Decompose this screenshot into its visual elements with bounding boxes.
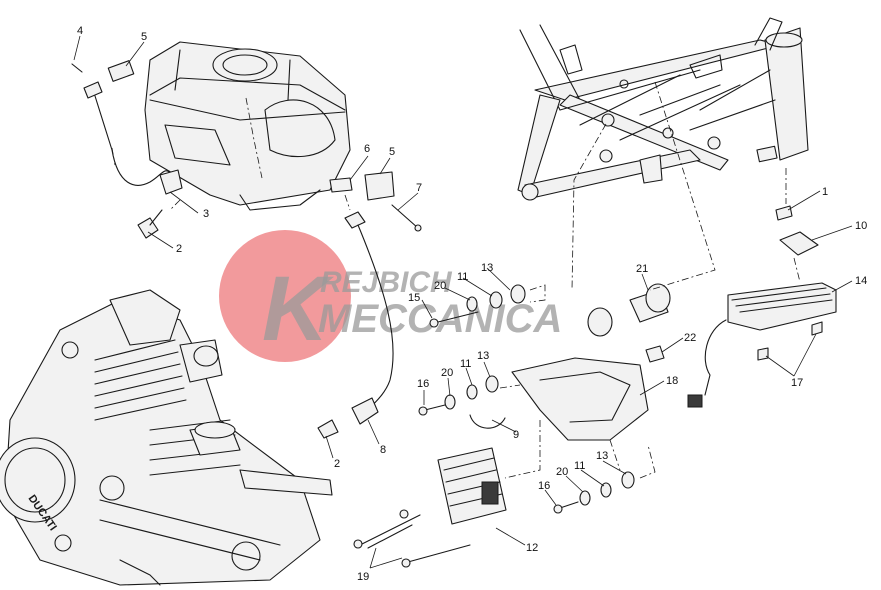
callouts: 4 5 3 2 6 5 7 8 2 9 1 10 14 17 18 22 21 … xyxy=(77,25,867,583)
callout-8: 8 xyxy=(380,444,386,456)
regulator xyxy=(687,205,837,408)
tank-airbox xyxy=(144,41,351,211)
callout-13-middle: 13 xyxy=(477,350,489,362)
callout-16-middle: 16 xyxy=(417,378,429,390)
callout-13-bottom: 13 xyxy=(596,450,608,462)
coil-assembly xyxy=(317,171,422,439)
callout-7: 7 xyxy=(416,182,422,194)
bracket-assembly xyxy=(469,283,671,441)
callout-20-middle: 20 xyxy=(441,367,453,379)
callout-11-middle: 11 xyxy=(460,358,471,370)
hardware-row-3 xyxy=(553,471,635,514)
callout-13-top: 13 xyxy=(481,262,493,274)
callout-19: 19 xyxy=(357,571,369,583)
engine: DUCATI xyxy=(0,289,333,586)
callout-11-bottom: 11 xyxy=(574,460,585,472)
callout-17: 17 xyxy=(791,377,803,389)
callout-15: 15 xyxy=(408,292,420,304)
center-lines xyxy=(111,81,801,479)
callout-18: 18 xyxy=(666,375,678,387)
hardware-row-2 xyxy=(418,375,499,416)
watermark-circle xyxy=(219,230,351,362)
callout-11-top: 11 xyxy=(457,271,468,283)
callout-16-bottom: 16 xyxy=(538,480,550,492)
callout-2-center: 2 xyxy=(334,458,340,470)
hardware-row-1 xyxy=(429,284,526,328)
leader-lines xyxy=(73,35,853,569)
callout-20-bottom: 20 xyxy=(556,466,568,478)
watermark-line1: REJBICH xyxy=(320,266,453,299)
frame xyxy=(517,17,809,201)
watermark-line2: MECCANICA xyxy=(318,297,562,341)
callout-12: 12 xyxy=(526,542,538,554)
watermark: K REJBICH MECCANICA xyxy=(219,230,562,362)
callout-1: 1 xyxy=(822,186,828,198)
callout-2-left: 2 xyxy=(176,243,182,255)
callout-9: 9 xyxy=(513,429,519,441)
callout-5-right: 5 xyxy=(389,146,395,158)
callout-20-top: 20 xyxy=(434,280,446,292)
callout-5-left: 5 xyxy=(141,31,147,43)
callout-6: 6 xyxy=(364,143,370,155)
callout-22: 22 xyxy=(684,332,696,344)
callout-3: 3 xyxy=(203,208,209,220)
callout-10: 10 xyxy=(855,220,867,232)
ecu xyxy=(353,447,507,568)
callout-21: 21 xyxy=(636,263,648,275)
callout-14: 14 xyxy=(855,275,867,287)
watermark-logo-letter: K xyxy=(262,258,335,360)
sensor-assembly-left xyxy=(71,60,183,239)
callout-4: 4 xyxy=(77,25,83,37)
